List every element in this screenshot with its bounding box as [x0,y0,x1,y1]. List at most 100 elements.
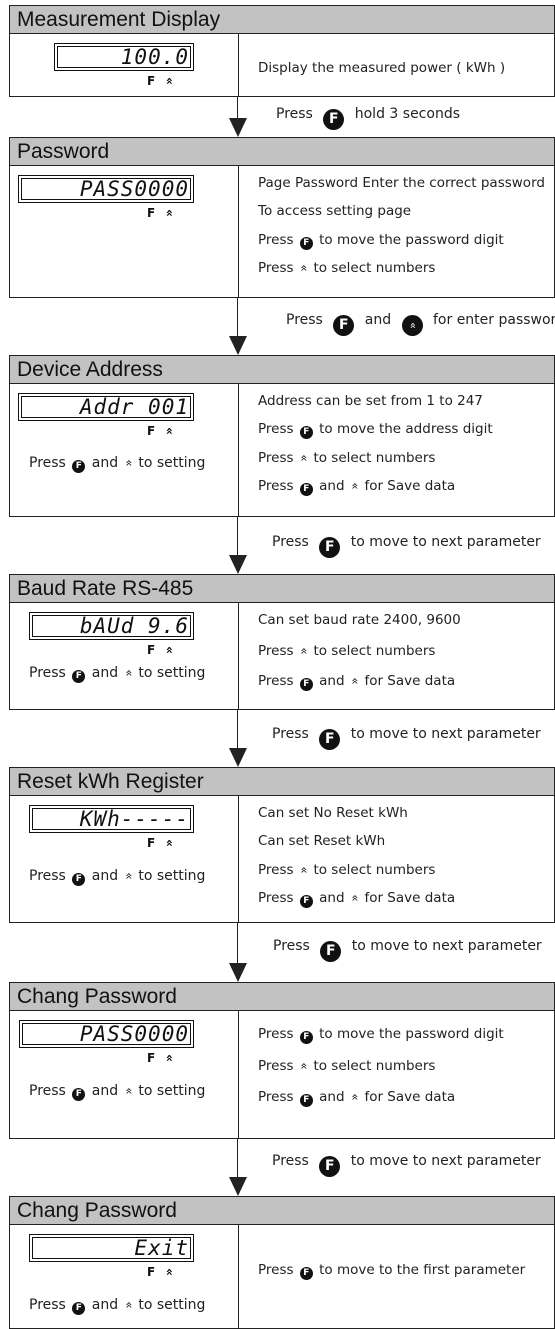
down-arrow-icon [229,1177,247,1196]
section-title: Chang Password [10,1197,554,1225]
instruction-line: Press » to select numbers [258,1058,436,1074]
column-divider [238,166,239,297]
double-chevron-up-icon: » [347,1093,362,1101]
column-divider [238,603,239,709]
f-button-icon: F [72,670,86,683]
down-arrow-icon [229,118,247,137]
lcd-display: KWh----- [29,805,194,833]
key-labels: F» [147,206,176,220]
setting-hint: Press F and » to setting [29,665,206,683]
double-chevron-up-icon: » [347,677,362,685]
double-chevron-up-icon: » [347,894,362,902]
instruction-line: Press F to move the password digit [258,1026,504,1044]
instruction-line: Press » to select numbers [258,862,436,878]
double-chevron-up-icon: » [162,77,177,85]
lcd-display: Exit [29,1234,194,1262]
flow-step: Press F to move to next parameter [0,923,555,982]
f-button-icon: F [72,1088,86,1101]
instruction-line: Press F and » for Save data [258,673,456,691]
flow-line [237,1139,238,1178]
instruction-line: Press F and » for Save data [258,1089,456,1107]
double-chevron-up-icon: » [162,427,177,435]
flow-step: Press F to move to next parameter [0,517,555,574]
flow-line [237,517,238,556]
instruction-line: Press F to move the address digit [258,421,493,439]
instruction-line: Press F and » for Save data [258,890,456,908]
lcd-display: PASS0000 [19,1020,194,1048]
section-title: Chang Password [10,983,554,1011]
instruction-line: Press » to select numbers [258,260,436,276]
flow-step: Press F to move to next parameter [0,1139,555,1196]
double-chevron-up-icon: » [347,482,362,490]
instruction-line: Page Password Enter the correct password [258,175,545,191]
double-chevron-up-icon: » [296,866,311,874]
key-labels: F» [147,424,177,438]
key-labels: F» [147,643,176,657]
column-divider [238,384,239,516]
column-divider [238,34,239,96]
f-button-icon: F [299,895,313,908]
flow-line [237,710,238,749]
key-labels: F» [147,74,177,88]
setting-hint: Press F and » to setting [29,868,206,886]
double-chevron-up-icon: » [162,1054,177,1062]
double-chevron-up-icon: » [162,1268,177,1276]
flow-instruction: Press F and » for enter password [286,312,555,336]
instruction-line: Press F to move to the first parameter [258,1262,526,1280]
double-chevron-up-icon: » [162,839,177,847]
f-button-icon: F [333,315,355,336]
instruction-line: Press F to move the password digit [258,232,504,250]
f-button-icon: F [299,1031,313,1044]
f-button-icon: F [299,237,313,250]
flow-step: Press F hold 3 seconds [0,97,555,137]
double-chevron-up-icon: » [296,1062,311,1070]
section-title: Reset kWh Register [10,768,554,796]
flow-step: Press F and » for enter password [0,298,555,355]
f-button-icon: F [319,1156,341,1177]
double-chevron-up-icon: » [296,454,311,462]
f-key-label: F [147,836,156,850]
lcd-display: PASS0000 [18,175,194,203]
double-chevron-up-icon: » [296,264,311,272]
instruction-line: Display the measured power ( kWh ) [258,60,506,76]
flow-line [237,298,238,337]
double-chevron-up-icon: » [401,315,423,336]
section-title: Baud Rate RS-485 [10,575,554,603]
flow-step: Press F to move to next parameter [0,710,555,767]
flow-line [237,97,238,119]
flow-instruction: Press F to move to next parameter [272,534,541,558]
f-button-icon: F [299,1094,313,1107]
double-chevron-up-icon: » [121,459,136,467]
setting-hint: Press F and » to setting [29,1297,206,1315]
down-arrow-icon [229,555,247,574]
f-key-label: F [147,1051,156,1065]
f-button-icon: F [320,941,342,962]
f-button-icon: F [299,483,313,496]
instruction-line: Press » to select numbers [258,643,436,659]
f-button-icon: F [72,873,86,886]
column-divider [238,1011,239,1138]
f-button-icon: F [299,426,313,439]
lcd-display: 100.0 [54,43,194,71]
instruction-line: Press » to select numbers [258,450,436,466]
double-chevron-up-icon: » [121,872,136,880]
key-labels: F» [147,1265,177,1279]
down-arrow-icon [229,336,247,355]
f-button-icon: F [319,729,341,750]
section-title: Password [10,138,554,166]
flow-instruction: Press F to move to next parameter [273,938,542,962]
key-labels: F» [147,1051,177,1065]
f-key-label: F [147,643,156,657]
